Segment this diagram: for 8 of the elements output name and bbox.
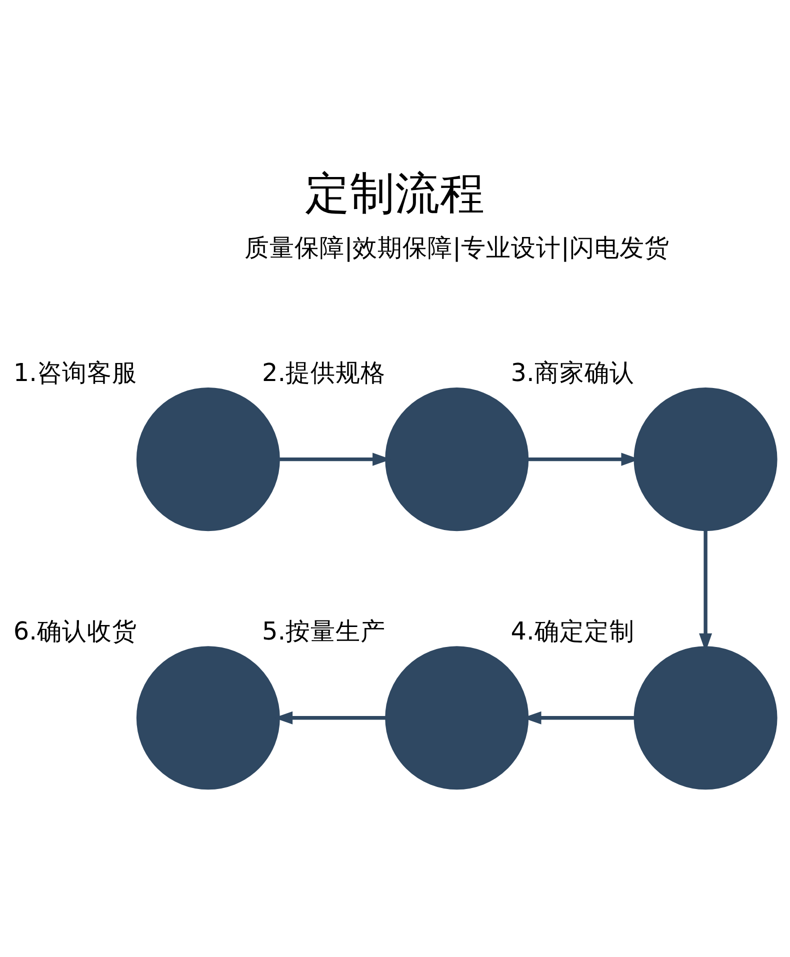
node-label: 4.确定定制 — [510, 616, 634, 646]
node-label: 3.商家确认 — [510, 358, 634, 387]
diagram-title: 定制流程 — [305, 168, 485, 220]
node-label: 5.按量生产 — [262, 616, 386, 646]
node-label: 2.提供规格 — [262, 358, 386, 387]
node-label: 1.咨询客服 — [13, 358, 137, 387]
node-label: 6.确认收货 — [13, 616, 137, 646]
label: 质量保障|效期保障|专业设计|闪电发货 — [244, 232, 670, 262]
